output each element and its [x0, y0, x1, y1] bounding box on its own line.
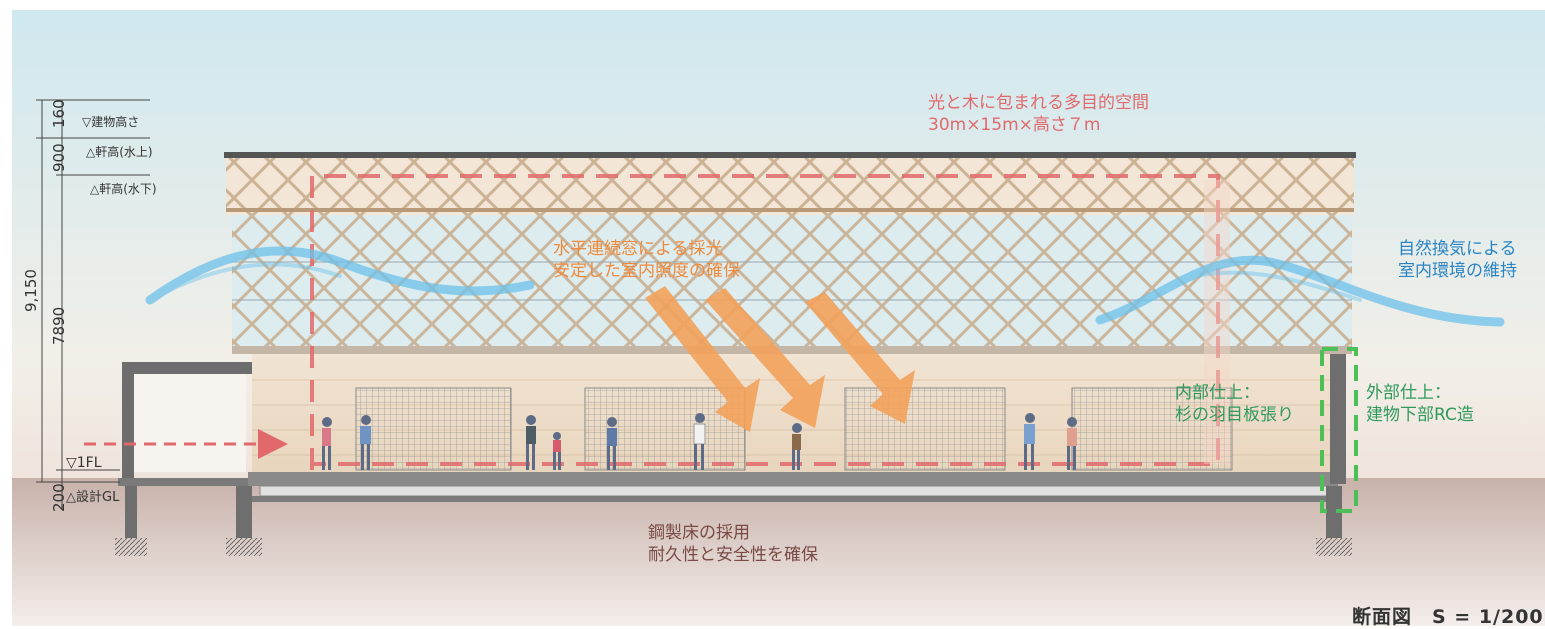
level-1fl: ▽1FL: [66, 455, 102, 471]
interior-finish-line2: 杉の羽目板張り: [1175, 405, 1294, 425]
level-eave-high: △軒高(水上): [86, 145, 153, 159]
children-figures: [322, 413, 1077, 470]
dim-160: 160: [50, 99, 68, 128]
ventilation-flow: [145, 246, 1505, 327]
multipurpose-space-outline: [310, 174, 1220, 470]
exterior-finish-line2: 建物下部RC造: [1366, 405, 1474, 425]
ventilation-note-line1: 自然換気による: [1398, 239, 1517, 259]
level-design-gl: △設計GL: [66, 490, 120, 505]
scale-label: 断面図 S = 1/200: [1352, 606, 1544, 628]
space-title: 光と木に包まれる多目的空間 30m×15m×高さ７m: [928, 92, 1149, 136]
ventilation-note: 自然換気による 室内環境の維持: [1398, 238, 1517, 282]
entrance-canopy: [122, 362, 252, 374]
ground: [12, 478, 1545, 626]
window-note-line2: 安定した室内照度の確保: [553, 261, 740, 281]
interior-finish-line1: 内部仕上：: [1175, 383, 1260, 403]
window-note-line1: 水平連続窓による採光: [553, 239, 723, 259]
ventilation-note-line2: 室内環境の維持: [1398, 261, 1517, 281]
dim-900: 900: [50, 143, 68, 172]
window-note: 水平連続窓による採光 安定した室内照度の確保: [553, 238, 740, 282]
interior-finish-note: 内部仕上： 杉の羽目板張り: [1175, 382, 1294, 426]
level-building-height: ▽建物高さ: [82, 115, 140, 129]
door-panels: [355, 387, 1233, 471]
exterior-rc-outline: [1320, 347, 1358, 513]
space-title-line2: 30m×15m×高さ７m: [928, 115, 1101, 135]
dimension-lines: [36, 99, 150, 510]
dim-7890: 7890: [50, 306, 68, 345]
floor-note-line2: 耐久性と安全性を確保: [648, 545, 818, 565]
dim-200: 200: [50, 483, 68, 512]
floor-note-line1: 鋼製床の採用: [648, 523, 750, 543]
dim-9150: 9,150: [22, 269, 40, 312]
space-title-line1: 光と木に包まれる多目的空間: [928, 93, 1149, 113]
exterior-finish-note: 外部仕上： 建物下部RC造: [1366, 382, 1474, 426]
footings: [115, 486, 1352, 556]
level-eave-low: △軒高(水下): [90, 182, 157, 196]
exterior-finish-line1: 外部仕上：: [1366, 383, 1451, 403]
steel-floor: [248, 472, 1338, 486]
daylight-arrows: [645, 286, 915, 432]
floor-note: 鋼製床の採用 耐久性と安全性を確保: [648, 522, 818, 566]
